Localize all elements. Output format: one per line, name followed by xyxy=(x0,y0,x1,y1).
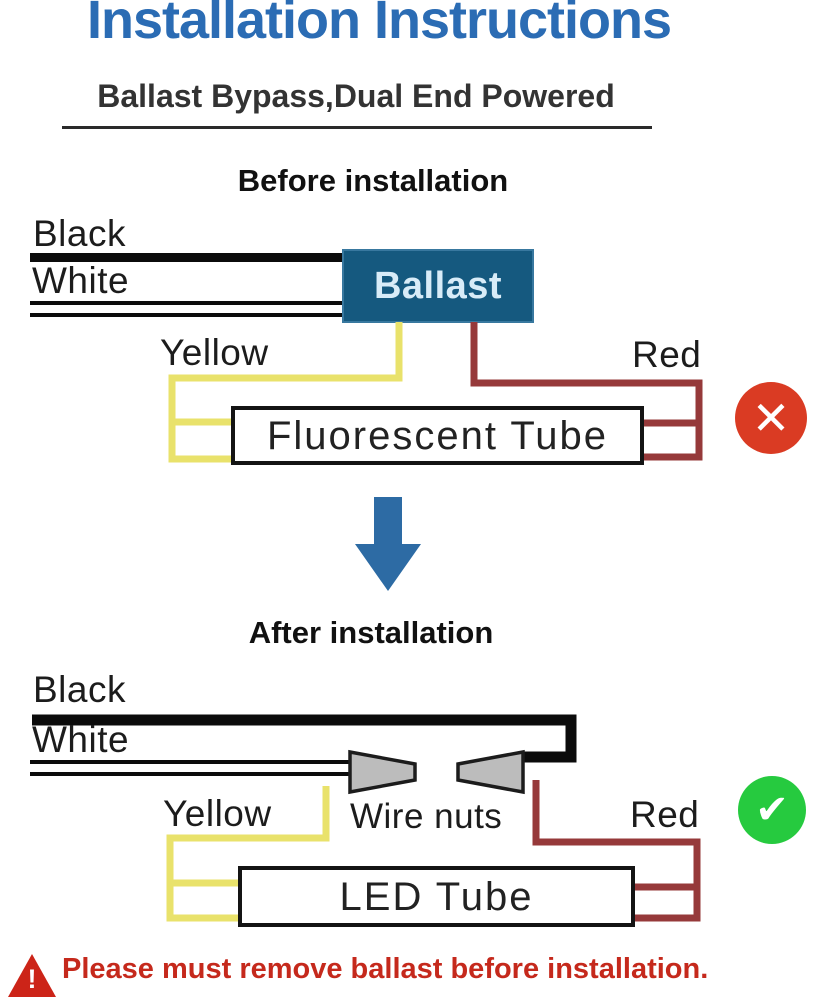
down-arrow-icon xyxy=(355,497,421,591)
subtitle: Ballast Bypass,Dual End Powered xyxy=(97,78,615,114)
warning-text: Please must remove ballast before instal… xyxy=(62,953,709,985)
after-black-label: Black xyxy=(33,669,126,710)
wire-nut-right xyxy=(456,749,525,795)
fluorescent-tube-box xyxy=(231,406,644,465)
ballast-label: Ballast xyxy=(373,265,503,307)
error-cross-icon: ✕ xyxy=(735,382,807,454)
after-white-wire-line1 xyxy=(30,760,350,764)
ballast-box xyxy=(342,249,534,323)
led-tube-box xyxy=(238,866,635,927)
after-black-wire xyxy=(32,714,577,763)
after-white-wire-line2 xyxy=(30,772,350,776)
before-heading: Before installation xyxy=(237,163,509,198)
cross-glyph: ✕ xyxy=(751,392,791,444)
before-yellow-wire xyxy=(168,322,403,463)
after-red-wire xyxy=(532,780,701,922)
check-glyph: ✔ xyxy=(755,788,789,832)
after-white-label: White xyxy=(32,719,130,760)
wire-nuts-label: Wire nuts xyxy=(350,797,503,836)
after-yellow-wire xyxy=(166,786,330,922)
fluorescent-tube-label: Fluorescent Tube xyxy=(266,413,609,458)
page-title: Installation Instructions xyxy=(86,0,672,50)
wire-nut-left xyxy=(348,749,417,795)
success-check-icon: ✔ xyxy=(738,776,806,844)
led-tube-label: LED Tube xyxy=(339,874,534,919)
after-heading: After installation xyxy=(248,615,494,650)
before-black-label: Black xyxy=(33,213,126,254)
before-yellow-label: Yellow xyxy=(160,332,269,373)
after-yellow-label: Yellow xyxy=(163,793,272,834)
before-white-label: White xyxy=(32,260,130,301)
exclamation-glyph: ! xyxy=(27,964,37,994)
before-white-wire-line2 xyxy=(30,313,345,317)
before-red-label: Red xyxy=(632,334,702,375)
before-red-wire xyxy=(470,322,703,461)
before-white-wire-line1 xyxy=(30,301,345,305)
before-black-wire xyxy=(30,253,345,262)
after-red-label: Red xyxy=(630,794,700,835)
subtitle-underline xyxy=(62,126,652,129)
